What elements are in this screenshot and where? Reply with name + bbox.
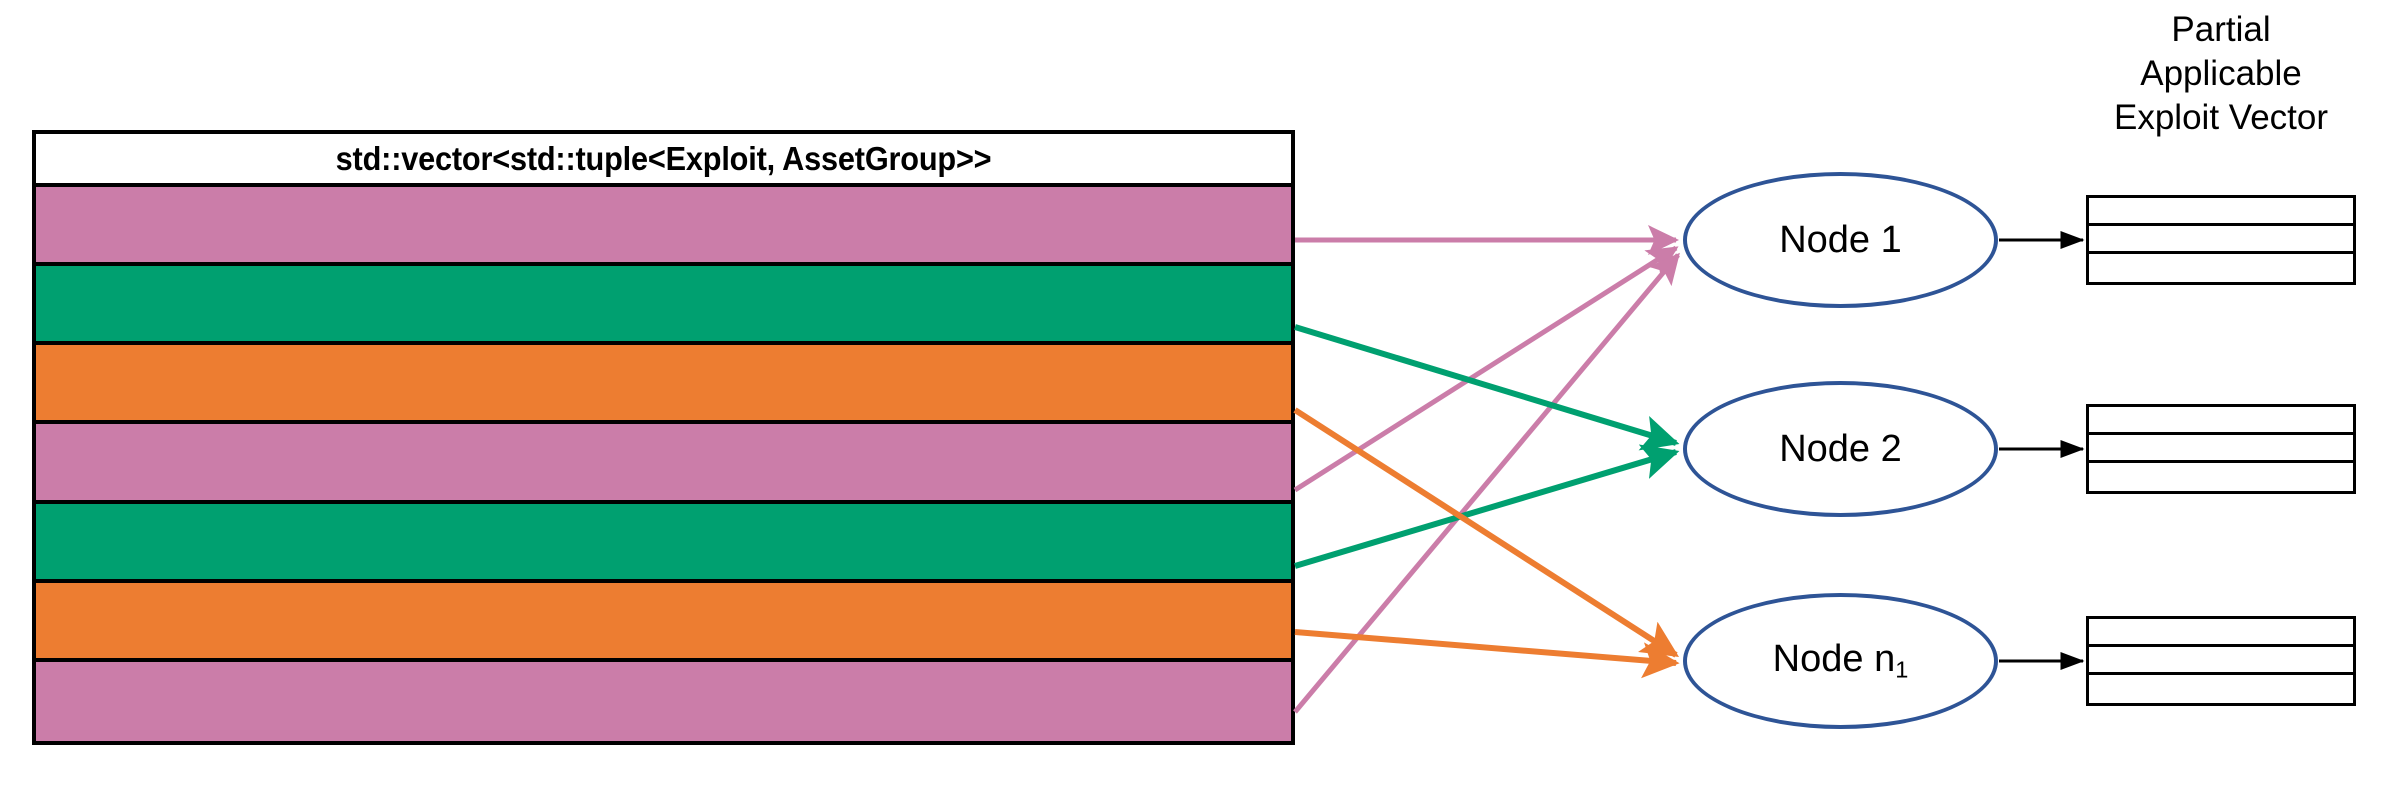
node-2[interactable]: Node 2 xyxy=(1683,381,1998,517)
partial-vector-cell xyxy=(2089,435,2353,463)
node-n1-subscript: 1 xyxy=(1895,656,1909,683)
partial-vector-cell xyxy=(2089,619,2353,647)
table-row xyxy=(36,187,1291,267)
node-n1[interactable]: Node n1 xyxy=(1683,593,1998,729)
table-row xyxy=(36,661,1291,741)
partial-vector-box-3 xyxy=(2086,616,2356,706)
partial-vector-box-2 xyxy=(2086,404,2356,494)
partial-vector-box-1 xyxy=(2086,195,2356,285)
node-1[interactable]: Node 1 xyxy=(1683,172,1998,308)
node-1-label: Node 1 xyxy=(1779,218,1902,261)
vector-table-rows xyxy=(36,187,1291,741)
partial-vector-cell xyxy=(2089,647,2353,675)
partial-vector-cell xyxy=(2089,226,2353,254)
caption-line-3: Exploit Vector xyxy=(2114,98,2328,137)
partial-vector-cell xyxy=(2089,254,2353,282)
table-row xyxy=(36,424,1291,504)
table-row xyxy=(36,266,1291,346)
partial-vector-cell xyxy=(2089,675,2353,703)
vector-table: std::vector<std::tuple<Exploit, AssetGro… xyxy=(32,130,1295,745)
partial-vector-cell xyxy=(2089,198,2353,226)
connector-row7-to-node1 xyxy=(1293,252,1680,714)
connector-row5-to-node2 xyxy=(1294,444,1680,569)
connector-row2-to-node2 xyxy=(1294,324,1680,451)
node-2-label: Node 2 xyxy=(1779,427,1902,470)
vector-table-header-label: std::vector<std::tuple<Exploit, AssetGro… xyxy=(335,139,992,177)
partial-applicable-exploit-vector-caption: Partial Applicable Exploit Vector xyxy=(2066,8,2376,140)
table-row xyxy=(36,345,1291,425)
connector-row4-to-node1 xyxy=(1293,245,1679,493)
connector-row6-to-noden1 xyxy=(1294,629,1680,679)
caption-line-2: Applicable xyxy=(2140,54,2302,93)
table-row xyxy=(36,503,1291,583)
connector-row3-to-noden1 xyxy=(1293,407,1680,658)
table-row xyxy=(36,582,1291,662)
partial-vector-cell xyxy=(2089,407,2353,435)
partial-vector-cell xyxy=(2089,463,2353,491)
node-n1-label: Node n1 xyxy=(1772,638,1909,683)
caption-line-1: Partial xyxy=(2171,10,2271,49)
vector-table-header: std::vector<std::tuple<Exploit, AssetGro… xyxy=(36,134,1291,187)
